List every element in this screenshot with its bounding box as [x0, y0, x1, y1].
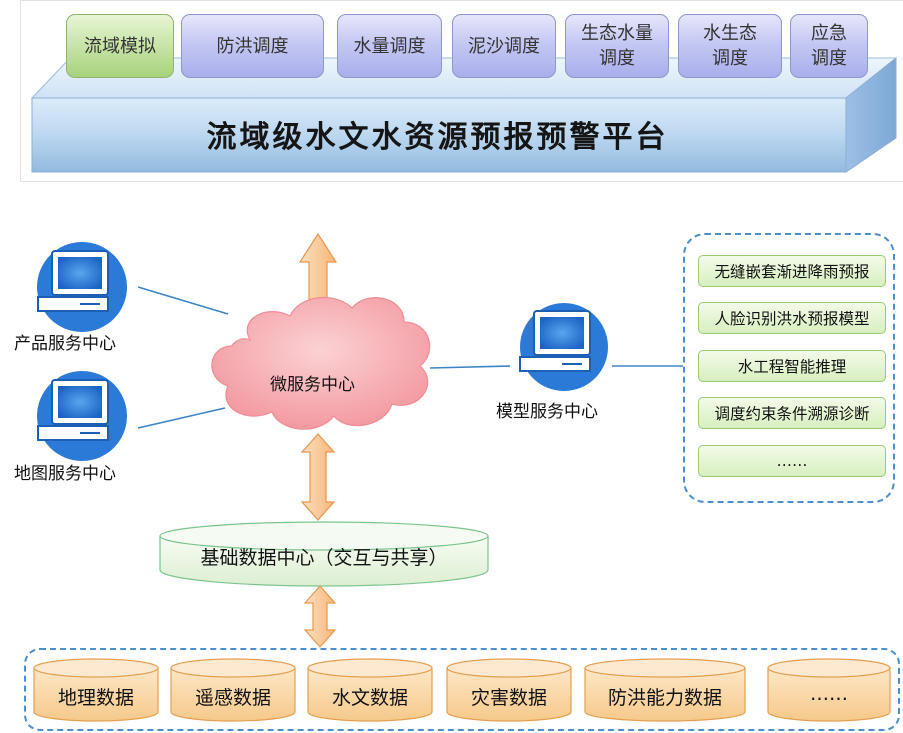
model-item-label: …… [776, 452, 808, 470]
model-item-label: 调度约束条件溯源诊断 [714, 405, 870, 423]
model-item[interactable]: 调度约束条件溯源诊断 [698, 397, 886, 429]
dataset-label: 防洪能力数据 [607, 687, 722, 709]
tab-label: 应急 调度 [811, 23, 847, 69]
tab-flood-dispatch[interactable]: 防洪调度 [181, 14, 324, 78]
dataset-container [24, 648, 900, 731]
dataset-label: 遥感数据 [194, 687, 271, 709]
dataset-cylinder [446, 658, 572, 722]
model-item[interactable]: 人脸识别洪水预报模型 [698, 302, 886, 334]
tab-ecological-water-dispatch[interactable]: 生态水量 调度 [565, 14, 669, 78]
dataset-cylinder [584, 658, 746, 722]
base-data-center-label: 基础数据中心（交互与共享） [200, 547, 448, 569]
product-service-center-label: 产品服务中心 [14, 334, 116, 354]
map-service-center-label: 地图服务中心 [14, 464, 116, 484]
model-item[interactable]: 无缝嵌套渐进降雨预报 [698, 255, 886, 287]
connector-product-microservice [137, 286, 229, 315]
tab-emergency-dispatch[interactable]: 应急 调度 [790, 14, 868, 78]
tab-label: 泥沙调度 [468, 35, 540, 57]
dataset-cylinder [767, 658, 891, 722]
model-list-container [683, 233, 895, 503]
tab-basin-simulation[interactable]: 流域模拟 [66, 14, 174, 78]
microservice-cloud [211, 296, 431, 430]
model-service-center-label: 模型服务中心 [496, 402, 598, 422]
model-item[interactable]: …… [698, 445, 886, 477]
platform-title: 流域级水文水资源预报预警平台 [206, 120, 669, 155]
connector-microservice-model [429, 365, 511, 369]
dataset-label: 灾害数据 [470, 687, 547, 709]
model-item-label: 无缝嵌套渐进降雨预报 [714, 263, 870, 281]
model-item[interactable]: 水工程智能推理 [698, 350, 886, 382]
tab-label: 流域模拟 [84, 35, 156, 57]
computer-icon [37, 242, 127, 332]
double-arrow-base-datasets [303, 585, 337, 648]
tab-aquatic-ecology-dispatch[interactable]: 水生态 调度 [678, 14, 782, 78]
computer-icon [37, 371, 127, 461]
tab-sediment-dispatch[interactable]: 泥沙调度 [452, 14, 556, 78]
dataset-label: …… [810, 683, 848, 705]
tab-water-volume-dispatch[interactable]: 水量调度 [337, 14, 442, 78]
model-item-label: 人脸识别洪水预报模型 [714, 310, 870, 328]
dataset-label: 地理数据 [57, 687, 134, 709]
tab-label: 水量调度 [353, 35, 426, 57]
tab-label: 防洪调度 [216, 35, 289, 57]
microservice-center-label: 微服务中心 [270, 375, 355, 395]
tab-label: 水生态 调度 [703, 23, 757, 69]
dataset-cylinder [170, 658, 296, 722]
model-item-label: 水工程智能推理 [737, 358, 847, 376]
connector-map-microservice [137, 407, 226, 429]
dataset-label: 水文数据 [331, 687, 408, 709]
double-arrow-cloud-base [300, 433, 336, 521]
computer-icon [519, 303, 608, 391]
base-data-center-cylinder [159, 521, 489, 587]
tab-label: 生态水量 调度 [581, 23, 653, 69]
dataset-cylinder [307, 658, 433, 722]
dataset-cylinders [33, 658, 891, 722]
